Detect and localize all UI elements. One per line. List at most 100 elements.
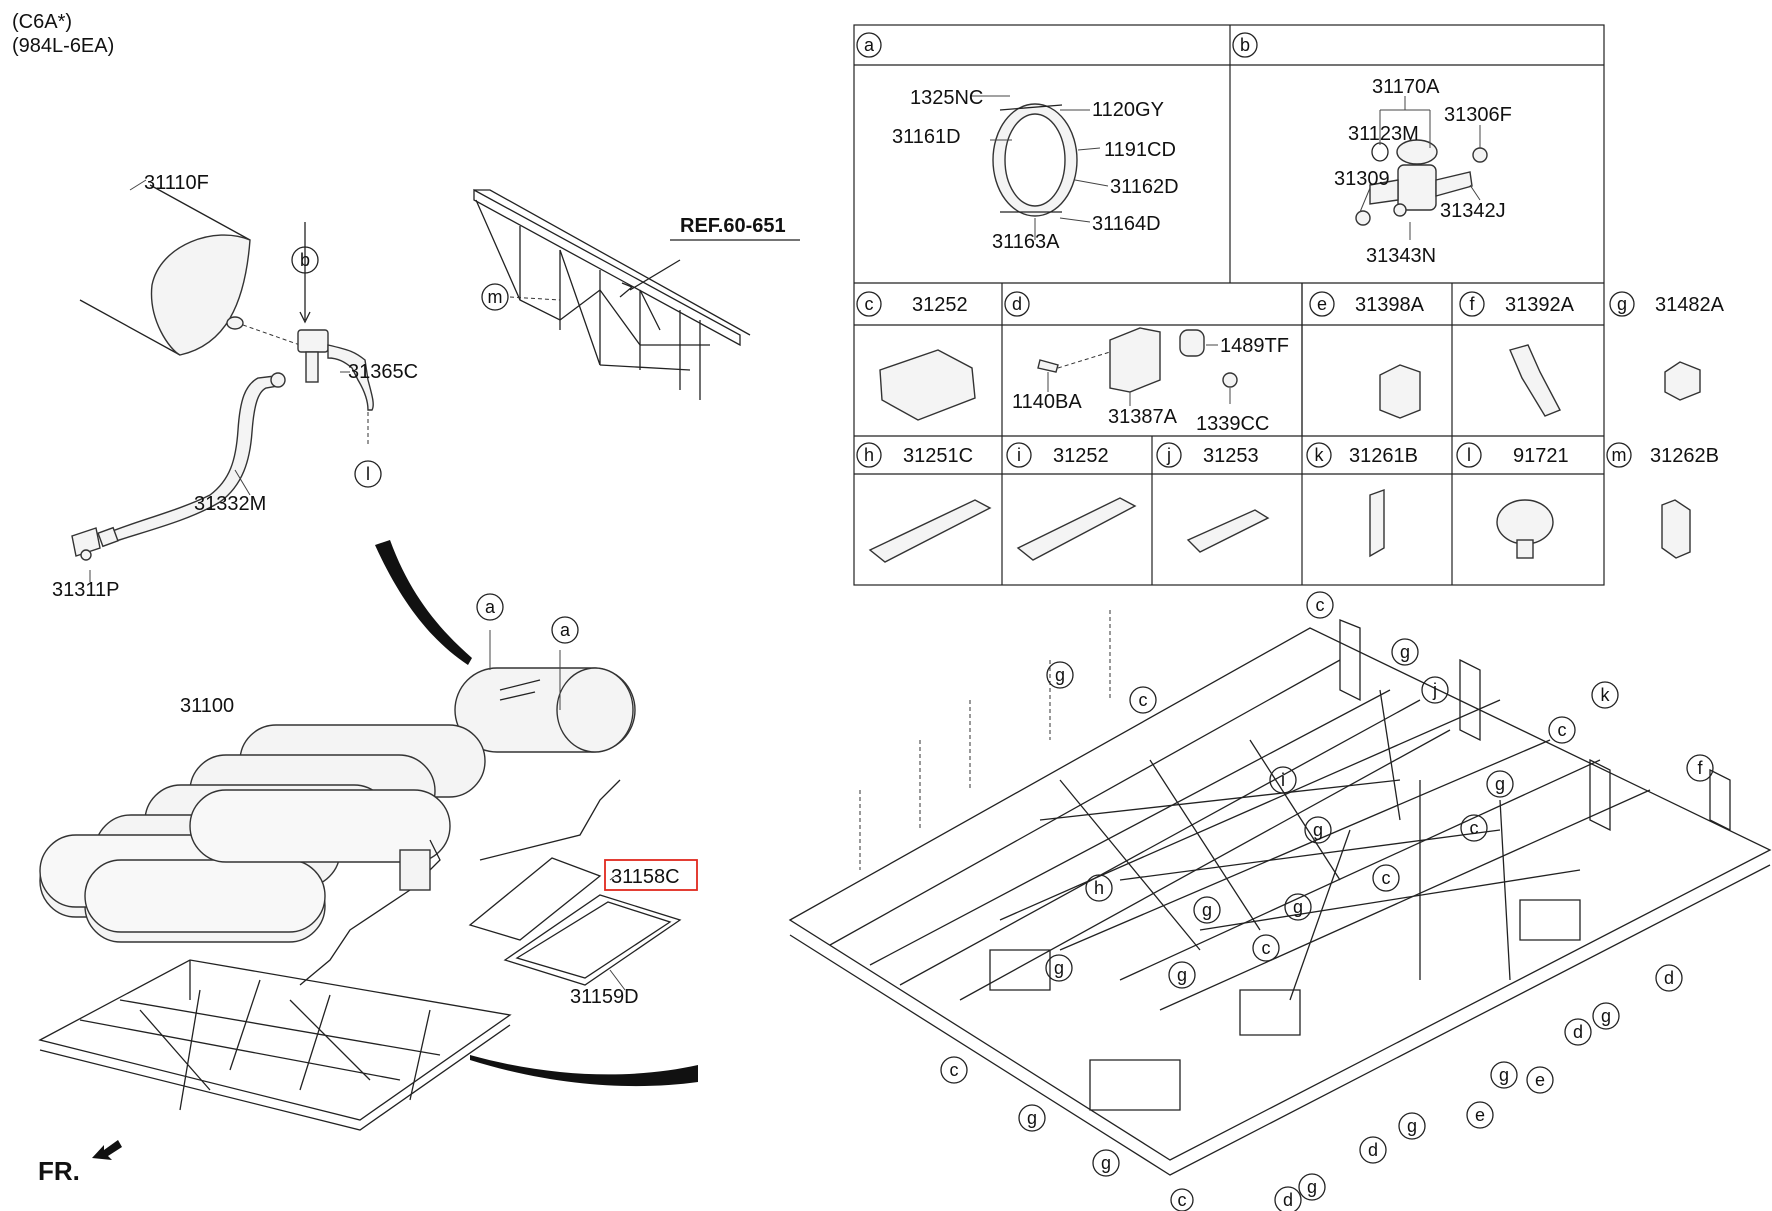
cell-h: h 31251C xyxy=(856,442,992,563)
svg-text:g: g xyxy=(1617,294,1627,314)
svg-text:e: e xyxy=(1317,294,1327,314)
svg-text:e: e xyxy=(1475,1105,1485,1125)
svg-text:1339CC: 1339CC xyxy=(1196,413,1269,435)
svg-text:b: b xyxy=(1240,35,1250,55)
cell-b: b 31170A 31123M 31306F 31309 31342J 3134… xyxy=(1232,32,1512,267)
svg-text:91721: 91721 xyxy=(1513,445,1569,467)
fr-label: FR. xyxy=(38,1156,80,1186)
svg-text:g: g xyxy=(1313,820,1323,840)
svg-text:a: a xyxy=(485,597,496,617)
svg-text:31306F: 31306F xyxy=(1444,104,1512,126)
svg-text:a: a xyxy=(560,620,571,640)
svg-text:31170A: 31170A xyxy=(1372,76,1440,98)
svg-text:b: b xyxy=(300,250,310,270)
label-cover: 31159D xyxy=(570,986,639,1008)
svg-text:e: e xyxy=(1535,1070,1545,1090)
svg-text:g: g xyxy=(1202,900,1212,920)
frame-detail xyxy=(788,610,1772,1176)
svg-text:c: c xyxy=(1470,818,1479,838)
svg-text:j: j xyxy=(1166,445,1171,465)
engine-code: (984L-6EA) xyxy=(12,35,114,57)
label-pipe-lower: 31332M xyxy=(194,493,266,515)
svg-text:g: g xyxy=(1027,1108,1037,1128)
svg-text:31342J: 31342J xyxy=(1440,200,1506,222)
svg-text:l: l xyxy=(1467,445,1471,465)
cell-f: f 31392A xyxy=(1459,291,1575,417)
rack-detail xyxy=(473,188,800,400)
svg-text:c: c xyxy=(865,294,874,314)
svg-text:31261B: 31261B xyxy=(1349,445,1418,467)
svg-text:d: d xyxy=(1664,968,1674,988)
callout-b-top: b xyxy=(291,246,319,274)
callout-a-1: a xyxy=(476,593,504,621)
fr-arrow-icon xyxy=(92,1140,122,1160)
callout-l-top: l xyxy=(354,460,382,488)
svg-text:31262B: 31262B xyxy=(1650,445,1719,467)
svg-text:c: c xyxy=(1262,938,1271,958)
cell-d: d 1489TF 1140BA 31387A 1339CC xyxy=(1004,291,1289,435)
svg-text:l: l xyxy=(366,464,370,484)
svg-text:c: c xyxy=(1139,690,1148,710)
label-fitting: 31311P xyxy=(52,579,119,601)
callout-m-top: m xyxy=(481,283,509,311)
svg-text:31251C: 31251C xyxy=(903,445,973,467)
svg-text:g: g xyxy=(1307,1177,1317,1197)
curved-arrow-icon xyxy=(375,540,472,665)
svg-text:g: g xyxy=(1400,642,1410,662)
svg-text:f: f xyxy=(1697,758,1703,778)
cell-j: j 31253 xyxy=(1156,442,1270,553)
tank-detail xyxy=(71,179,374,582)
svg-text:31387A: 31387A xyxy=(1108,406,1178,428)
cell-k: k 31261B xyxy=(1306,442,1418,558)
svg-text:g: g xyxy=(1101,1153,1111,1173)
svg-text:1325NC: 1325NC xyxy=(910,87,983,109)
svg-text:1140BA: 1140BA xyxy=(1012,391,1082,413)
cell-g: g 31482A xyxy=(1609,291,1725,401)
parts-table xyxy=(853,24,1605,586)
label-assembly: 31100 xyxy=(180,695,234,717)
svg-text:g: g xyxy=(1499,1065,1509,1085)
cell-c: c 31252 xyxy=(856,291,976,421)
svg-text:31252: 31252 xyxy=(1053,445,1109,467)
svg-text:g: g xyxy=(1293,897,1303,917)
frame-callouts: c g c g j k c f g i g c h c g g c g g d … xyxy=(940,591,1714,1211)
highlight-box xyxy=(604,859,698,891)
svg-text:d: d xyxy=(1283,1190,1293,1210)
cell-i: i 31252 xyxy=(1006,442,1137,561)
svg-text:m: m xyxy=(488,287,503,307)
svg-text:c: c xyxy=(1316,595,1325,615)
svg-text:31252: 31252 xyxy=(912,294,968,316)
svg-text:d: d xyxy=(1012,294,1022,314)
cell-a: a 1325NC 1120GY 31161D 1191CD 31162D 311… xyxy=(856,32,1179,253)
svg-text:1191CD: 1191CD xyxy=(1104,139,1176,161)
svg-text:1120GY: 1120GY xyxy=(1092,99,1164,121)
svg-text:31309: 31309 xyxy=(1334,168,1390,190)
svg-text:31161D: 31161D xyxy=(892,126,961,148)
cell-l: l 91721 xyxy=(1456,442,1569,559)
ref-label: REF.60-651 xyxy=(680,215,786,237)
svg-text:31123M: 31123M xyxy=(1348,123,1419,145)
svg-text:k: k xyxy=(1315,445,1325,465)
svg-text:k: k xyxy=(1601,685,1611,705)
svg-text:i: i xyxy=(1281,770,1285,790)
model-code: (C6A*) xyxy=(12,11,72,33)
svg-text:m: m xyxy=(1612,445,1627,465)
svg-text:g: g xyxy=(1495,774,1505,794)
svg-text:31398A: 31398A xyxy=(1355,294,1425,316)
label-highlighted-part[interactable]: 31158C xyxy=(611,866,680,888)
callout-a-2: a xyxy=(551,616,579,644)
svg-text:g: g xyxy=(1407,1116,1417,1136)
svg-text:g: g xyxy=(1601,1006,1611,1026)
svg-text:c: c xyxy=(1382,868,1391,888)
tank-assembly xyxy=(38,630,682,1131)
svg-text:31253: 31253 xyxy=(1203,445,1259,467)
svg-text:31163A: 31163A xyxy=(992,231,1060,253)
cell-m: m 31262B xyxy=(1606,442,1719,559)
svg-text:31482A: 31482A xyxy=(1655,294,1725,316)
svg-text:h: h xyxy=(1094,878,1104,898)
cell-e: e 31398A xyxy=(1309,291,1425,419)
svg-text:31392A: 31392A xyxy=(1505,294,1575,316)
svg-text:a: a xyxy=(864,35,875,55)
svg-text:c: c xyxy=(1178,1190,1187,1210)
curved-arrow-icon xyxy=(470,1055,698,1087)
